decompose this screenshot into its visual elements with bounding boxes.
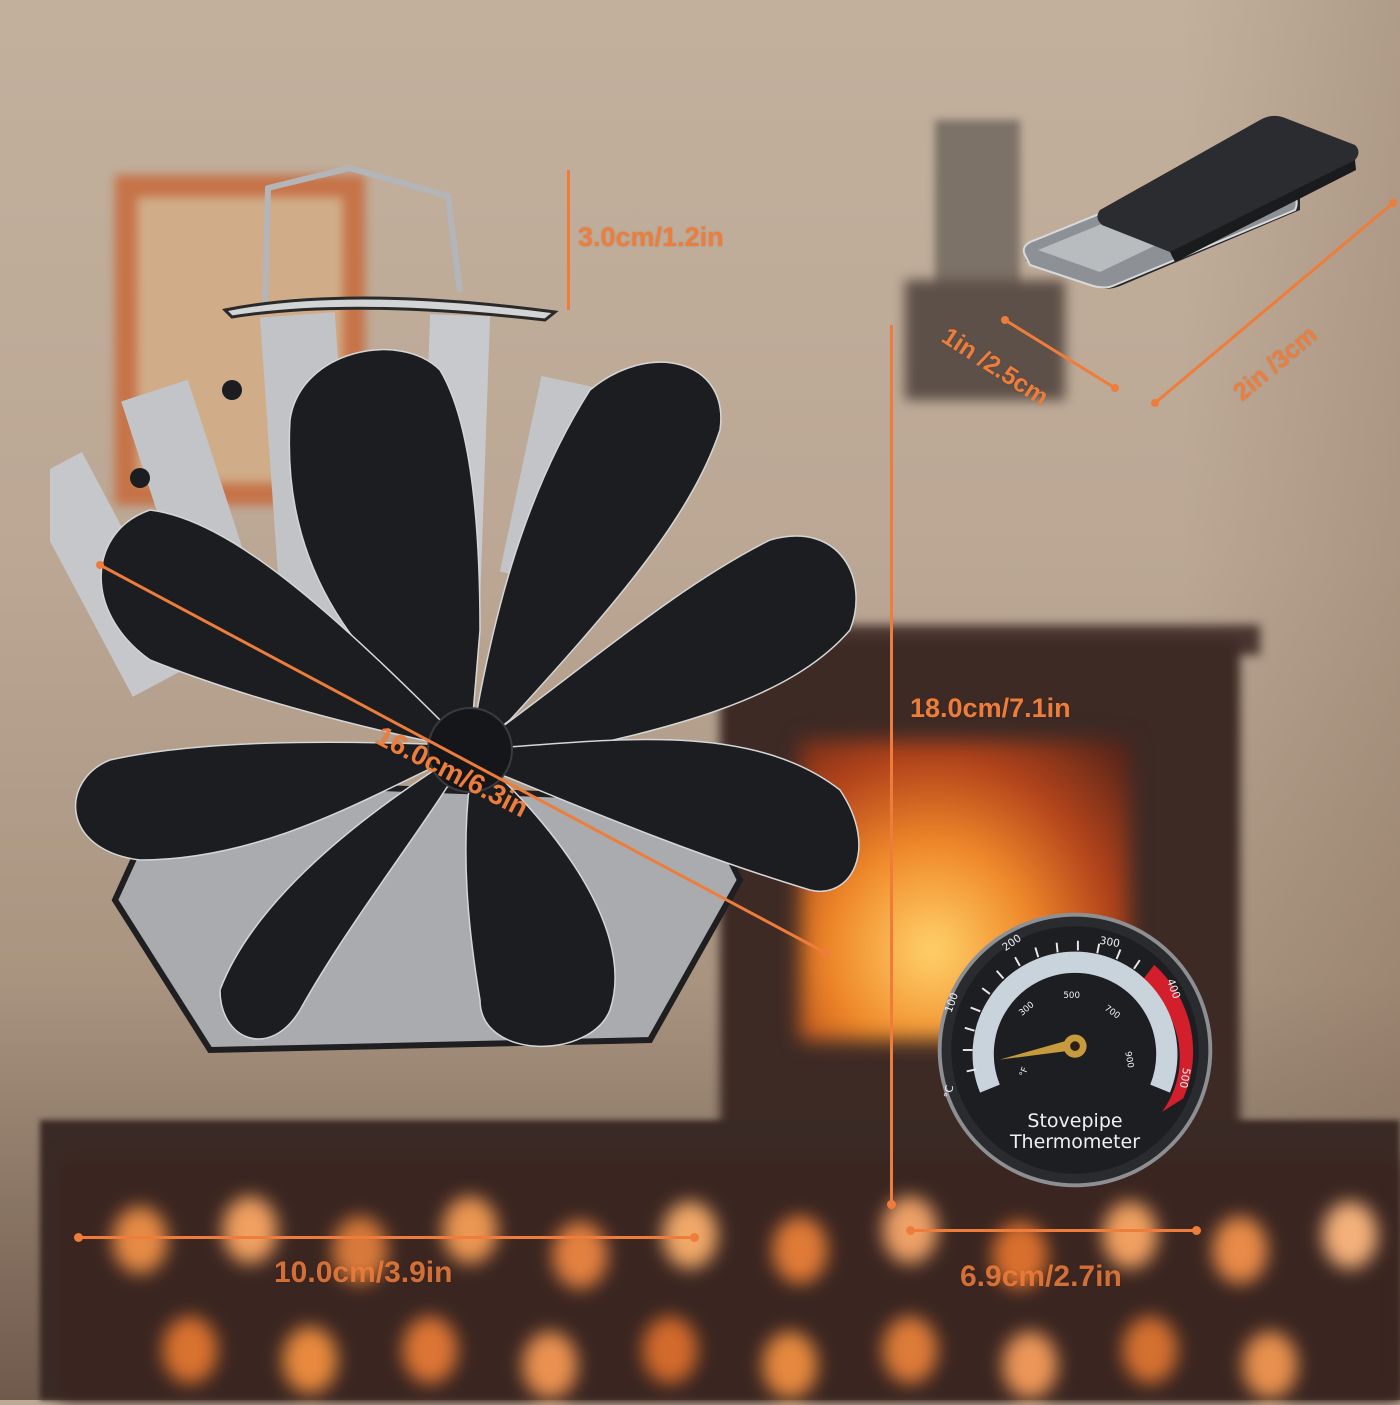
handle-height-line [567,170,570,310]
background-firewood-logs [60,1160,1400,1400]
svg-text:300: 300 [1099,934,1121,950]
thermometer-label-line2: Thermometer [1009,1131,1141,1153]
thermometer-width-start-dot [906,1226,915,1235]
fan-base-width-label: 10.0cm/3.9in [274,1256,453,1289]
thermometer-width-line [910,1229,1197,1232]
fan-base-width-start-dot [74,1233,83,1242]
svg-text:°F: °F [1018,1066,1031,1078]
fan-base-width-line [78,1236,695,1239]
stove-fan-image [20,160,890,1060]
thermometer-width-end-dot [1192,1226,1201,1235]
thermometer-label-line1: Stovepipe [1027,1110,1123,1132]
svg-text:°C: °C [941,1084,956,1099]
fan-height-line [890,325,893,1205]
stove-fan-icon [20,165,860,1054]
thermometer-dial-icon: 100 200 300 400 500 °C 300 500 700 900 °… [937,912,1213,1188]
stovepipe-thermometer: 100 200 300 400 500 °C 300 500 700 900 °… [930,905,1220,1195]
slide-tin-icon [1022,115,1359,289]
thermometer-width-label: 6.9cm/2.7in [960,1260,1122,1293]
fan-height-label: 18.0cm/7.1in [910,693,1071,723]
handle-height-label: 3.0cm/1.2in [578,222,724,252]
slide-tin-image [1010,110,1380,350]
svg-text:900: 900 [1122,1051,1135,1069]
svg-text:500: 500 [1177,1067,1193,1089]
svg-text:500: 500 [1063,991,1080,1001]
fan-base-width-end-dot [690,1233,699,1242]
fan-height-end-dot [887,1200,896,1209]
